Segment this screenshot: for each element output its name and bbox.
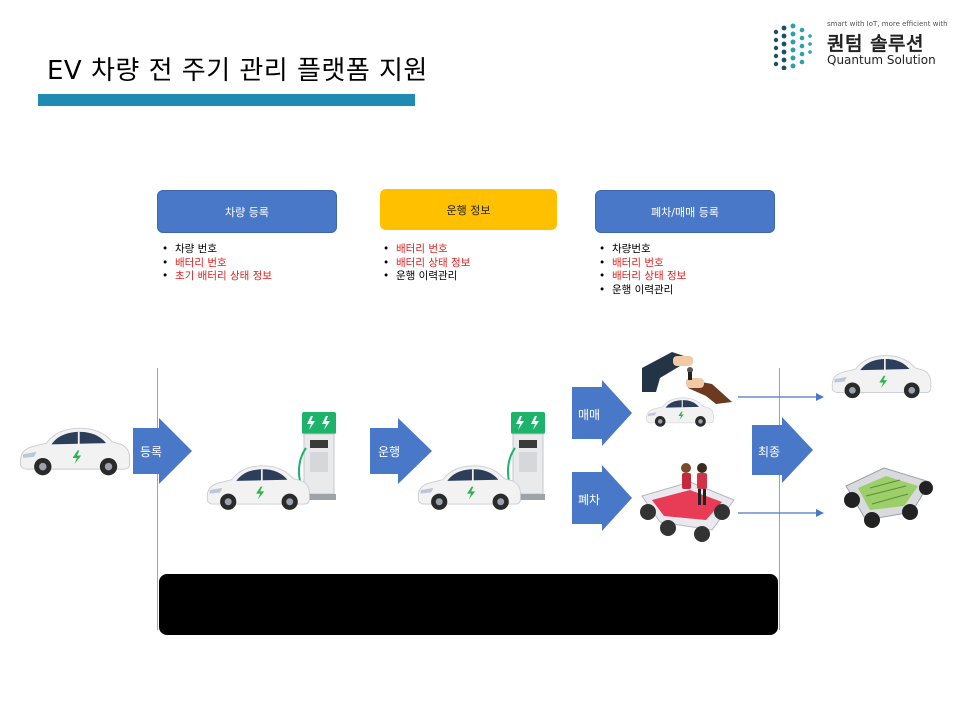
list-item: 배터리 상태 정보 (383, 257, 470, 271)
stage-vehicle-registration: 차량 등록 (157, 190, 337, 233)
left-boundary-line (157, 368, 158, 630)
lifecycle-flow-graphic (19, 352, 933, 542)
driving-bullet-list: 배터리 번호 배터리 상태 정보 운행 이력관리 (383, 243, 470, 284)
ev-car-sale (645, 397, 714, 428)
list-item: 배터리 번호 (383, 243, 470, 257)
logo-name-english: Quantum Solution (827, 53, 936, 67)
battery-platform-final-icon (844, 467, 933, 528)
list-item: 차량번호 (599, 243, 686, 257)
sale-arrow (572, 380, 632, 446)
stage-label: 차량 등록 (225, 205, 269, 219)
list-item: 배터리 상태 정보 (599, 270, 686, 284)
final-arrow (752, 417, 813, 483)
platform-bar (159, 574, 778, 635)
list-item: 초기 배터리 상태 정보 (162, 270, 272, 284)
scrap-arrow (572, 465, 632, 531)
battery-chassis-scrap-icon (640, 463, 735, 542)
sale-arrow-label: 매매 (578, 408, 601, 422)
scrap-arrow-label: 폐차 (578, 493, 601, 507)
scrap-sale-bullet-list: 차량번호 배터리 번호 배터리 상태 정보 운행 이력관리 (599, 243, 686, 297)
ev-car-final-resale (831, 354, 932, 400)
key-handover-icon (642, 352, 732, 404)
right-boundary-line (779, 368, 780, 630)
slide-title: EV 차량 전 주기 관리 플랫폼 지원 (47, 56, 428, 86)
stage-scrap-sale-registration: 폐차/매매 등록 (595, 190, 775, 233)
list-item: 배터리 번호 (599, 257, 686, 271)
list-item: 운행 이력관리 (599, 284, 686, 298)
list-item: 차량 번호 (162, 243, 272, 257)
list-item: 배터리 번호 (162, 257, 272, 271)
logo-tagline: smart with IoT, more efficient with (827, 20, 948, 28)
logo-name-korean: 퀀텀 솔루션 (827, 33, 925, 55)
stage-label: 운행 정보 (446, 203, 491, 217)
ev-car-charging-driving (417, 464, 522, 511)
registration-bullet-list: 차량 번호 배터리 번호 초기 배터리 상태 정보 (162, 243, 272, 284)
stage-label: 폐차/매매 등록 (651, 205, 719, 219)
company-logo: smart with IoT, more efficient with 퀀텀 솔… (772, 20, 948, 74)
stage-driving-info: 운행 정보 (380, 189, 557, 230)
drive-arrow-label: 운행 (378, 445, 401, 459)
drive-arrow (370, 418, 432, 484)
register-arrow (133, 418, 192, 484)
final-arrow-label: 최종 (758, 445, 781, 459)
ev-car-before-registration (19, 427, 131, 477)
ev-car-charging-registration (206, 464, 311, 511)
logo-dot-mark (773, 23, 812, 70)
title-underline-bar (38, 94, 415, 106)
register-arrow-label: 등록 (140, 445, 163, 459)
list-item: 운행 이력관리 (383, 270, 470, 284)
